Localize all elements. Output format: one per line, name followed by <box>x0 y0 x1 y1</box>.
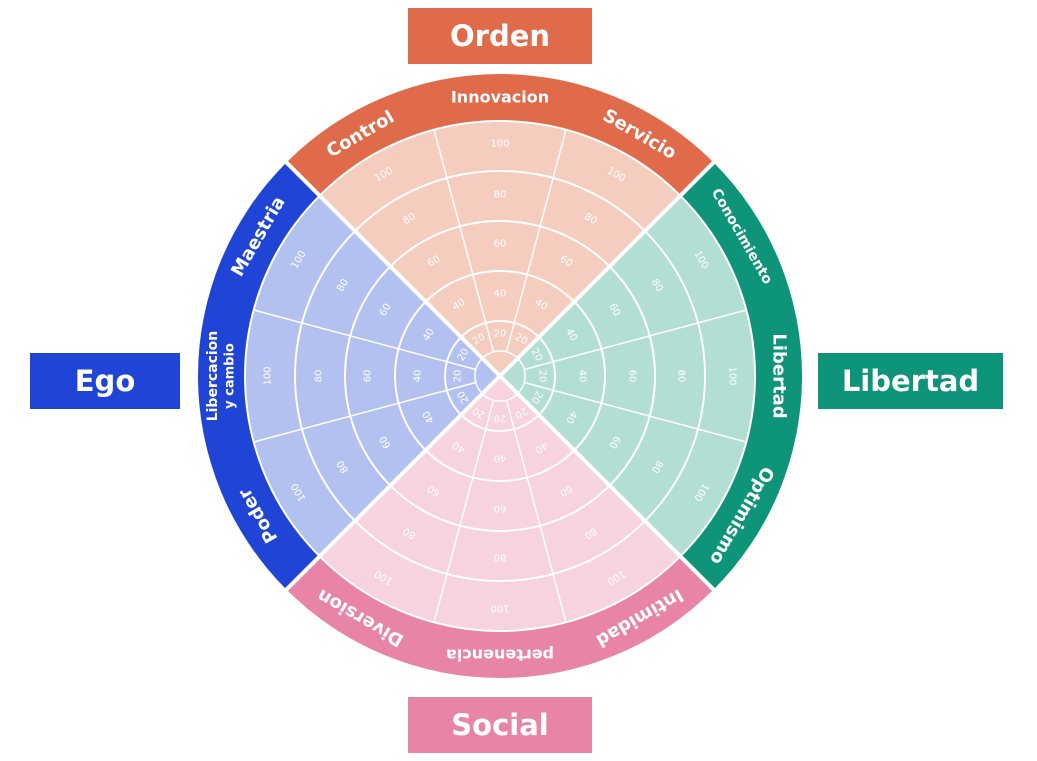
scale-label-80: 80 <box>676 370 687 383</box>
scale-ring-20 <box>444 320 556 432</box>
scale-label-100: 100 <box>727 366 738 385</box>
quadrant-label-ego: Ego <box>30 353 180 409</box>
scale-label-60: 60 <box>363 370 374 383</box>
quadrant-divider <box>283 374 502 593</box>
scale-label-20: 20 <box>513 332 530 348</box>
inner-sector-orden <box>319 121 681 376</box>
scale-label-60: 60 <box>558 482 575 498</box>
scale-label-60: 60 <box>494 503 507 514</box>
scale-label-20: 20 <box>494 413 507 424</box>
center-ring <box>474 350 526 402</box>
scale-label-100: 100 <box>263 366 274 385</box>
scale-ring-80 <box>294 170 706 582</box>
scale-label-40: 40 <box>533 297 550 313</box>
scale-label-80: 80 <box>401 525 418 541</box>
quadrant-divider <box>283 159 502 378</box>
category-divider <box>505 129 567 353</box>
scale-label-80: 80 <box>314 370 325 383</box>
quadrant-label-orden-text: Orden <box>449 19 551 53</box>
quadrant-divider <box>498 374 717 593</box>
category-label-line2: y cambio <box>223 343 238 409</box>
category-divider <box>505 399 567 623</box>
scale-label-40: 40 <box>494 289 507 300</box>
scale-label-40: 40 <box>494 453 507 464</box>
scale-label-60: 60 <box>426 482 443 498</box>
quadrant-label-orden: Orden <box>408 8 592 64</box>
category-divider <box>523 381 747 443</box>
quadrant-label-libertad-text: Libertad <box>841 364 980 398</box>
quadrant-divider <box>498 159 717 378</box>
scale-label-100: 100 <box>490 139 509 150</box>
scale-label-40: 40 <box>413 370 424 383</box>
scale-label-80: 80 <box>494 552 507 563</box>
scale-ring-60 <box>344 220 656 532</box>
scale-label-40: 40 <box>451 297 468 313</box>
category-divider <box>523 309 747 371</box>
category-label-libertad: Libertad <box>769 333 790 418</box>
scale-label-40: 40 <box>577 370 588 383</box>
scale-label-20: 20 <box>537 370 548 383</box>
scale-label-80: 80 <box>494 190 507 201</box>
category-label-pertenencia: pertenencia <box>446 646 554 665</box>
category-label-line1: Libercacion <box>205 331 221 422</box>
scale-label-20: 20 <box>453 370 464 383</box>
scale-label-20: 20 <box>471 332 488 348</box>
scale-ring-40 <box>394 270 606 482</box>
quadrant-label-ego-text: Ego <box>74 364 136 398</box>
inner-sector-libertad <box>500 195 755 557</box>
scale-label-100: 100 <box>490 603 509 614</box>
scale-label-80: 80 <box>582 525 599 541</box>
scale-label-20: 20 <box>494 329 507 340</box>
scale-label-60: 60 <box>494 239 507 250</box>
quadrant-label-social-text: Social <box>451 708 549 742</box>
quadrant-label-libertad: Libertad <box>818 353 1003 409</box>
category-divider <box>253 309 477 371</box>
quadrant-label-social: Social <box>408 697 592 753</box>
scale-ring-100 <box>244 120 756 632</box>
inner-sector-social <box>319 376 681 631</box>
scale-label-60: 60 <box>627 370 638 383</box>
category-divider <box>253 381 477 443</box>
category-divider <box>433 129 495 353</box>
category-divider <box>433 399 495 623</box>
inner-sector-ego <box>245 195 500 557</box>
category-label-innovacion: Innovacion <box>451 88 549 107</box>
